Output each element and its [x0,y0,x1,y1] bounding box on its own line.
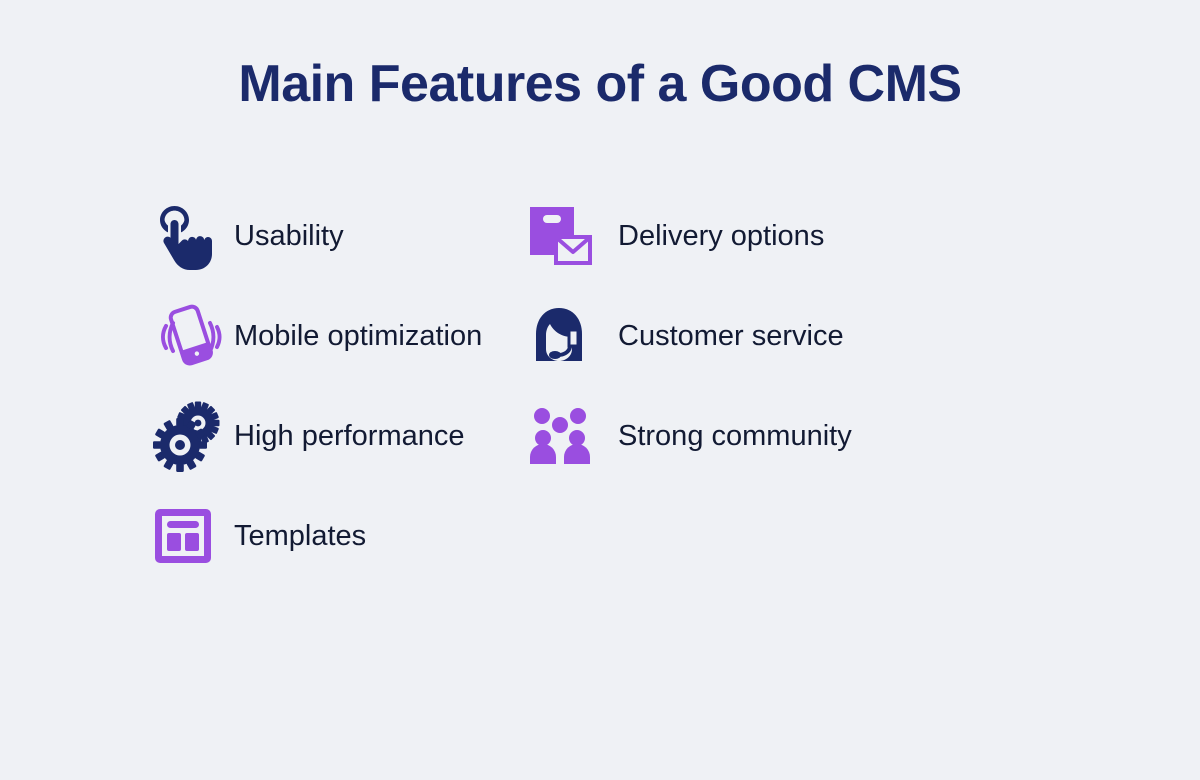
feature-label: Usability [234,219,344,252]
template-layout-icon [152,500,234,572]
feature-item-high-performance[interactable]: High performance [152,386,510,486]
feature-item-templates[interactable]: Templates [152,486,510,586]
feature-item-usability[interactable]: Usability [152,186,510,286]
feature-item-mobile-optimization[interactable]: Mobile optimization [152,286,510,386]
feature-label: Templates [234,519,367,552]
support-agent-headset-icon [510,300,618,372]
features-columns: Usability Mobi [0,186,1200,586]
feature-label: Mobile optimization [234,319,483,352]
features-column-right: Delivery options Customer service [510,186,1200,586]
feature-item-delivery-options[interactable]: Delivery options [510,186,1200,286]
features-column-left: Usability Mobi [0,186,510,586]
feature-label: Strong community [618,419,852,452]
gears-icon [152,400,234,472]
feature-label: Customer service [618,319,844,352]
shopping-bag-envelope-icon [510,200,618,272]
mobile-phone-icon [152,300,234,372]
feature-label: Delivery options [618,219,825,252]
feature-label: High performance [234,419,465,452]
feature-item-customer-service[interactable]: Customer service [510,286,1200,386]
page-title: Main Features of a Good CMS [238,55,962,113]
people-group-icon [510,400,618,472]
hand-tap-icon [152,200,234,272]
feature-item-strong-community[interactable]: Strong community [510,386,1200,486]
